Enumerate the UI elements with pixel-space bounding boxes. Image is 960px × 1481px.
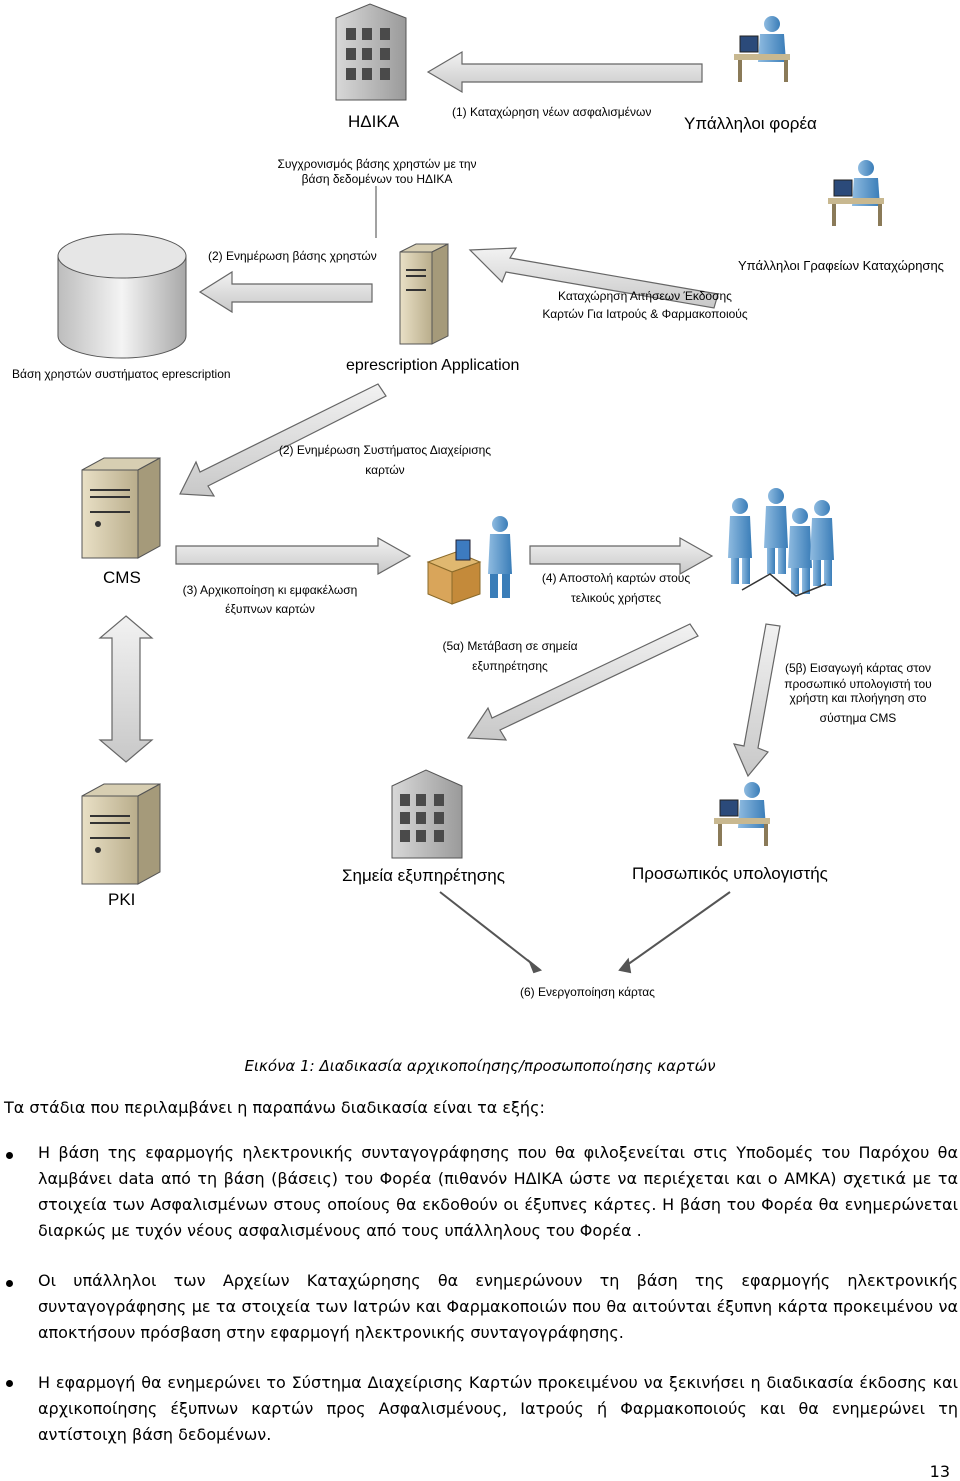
- hdika-building-icon: [335, 3, 407, 101]
- service-label-1: (5α) Μετάβαση σε σημεία: [442, 639, 578, 653]
- staff-workstation-icon: [734, 16, 790, 82]
- node-registry-staff: Υπάλληλοι Γραφείων Καταχώρησης: [738, 258, 944, 273]
- activation-label: (6) Ενεργοποίηση κάρτας: [520, 985, 655, 999]
- node-cms: CMS: [103, 568, 141, 587]
- insert-label-3: χρήστη και πλοήγηση στο: [789, 691, 927, 705]
- app-server-icon: [399, 243, 449, 345]
- end-users-icon: [728, 488, 834, 597]
- arrow-init-cards: [175, 536, 412, 576]
- insert-label-4: σύστημα CMS: [819, 711, 897, 725]
- send-label-1: (4) Αποστολή καρτών στους: [541, 571, 691, 585]
- registry-label-2: Καρτών Για Ιατρούς & Φαρμακοποιούς: [542, 307, 748, 321]
- cms-update-label-1: (2) Ενημέρωση Συστήματος Διαχείρισης: [278, 443, 492, 457]
- bullet-dot: [6, 1152, 13, 1159]
- service-points-building-icon: [391, 769, 463, 859]
- intro-text: Τα στάδια που περιλαμβάνει η παραπάνω δι…: [4, 1098, 545, 1117]
- page-number: 13: [929, 1462, 950, 1481]
- send-label-2: τελικούς χρήστες: [570, 591, 662, 605]
- arrow-insert-card: [732, 623, 781, 778]
- registry-staff-workstation-icon: [828, 160, 884, 226]
- bullet-item-3: Η εφαρμογή θα ενημερώνει το Σύστημα Διαχ…: [38, 1373, 958, 1444]
- cms-update-label-2: καρτών: [365, 463, 405, 477]
- insert-label-2: προσωπικό υπολογιστή του: [784, 677, 932, 691]
- diagram-canvas: [57, 3, 884, 974]
- user-database-icon: [57, 233, 187, 359]
- init-label-1: (3) Αρχικοποίηση κι εμφακέλωση: [182, 583, 358, 597]
- sync-label-1: Συγχρονισμός βάσης χρηστών με την: [277, 157, 477, 171]
- arrow-registry: [468, 247, 719, 309]
- arrow-send-cards: [529, 536, 714, 576]
- bullet-item-1: Η βάση της εφαρμογής ηλεκτρονικής συνταγ…: [38, 1143, 958, 1240]
- insert-label-1: (5β) Εισαγωγή κάρτας στον: [784, 661, 931, 675]
- node-insurer-staff: Υπάλληλοι φορέα: [684, 114, 817, 133]
- init-label-2: έξυπνων καρτών: [225, 602, 315, 616]
- edge-label-1: (1) Καταχώρηση νέων ασφαλισμένων: [452, 105, 652, 119]
- node-personal-pc: Προσωπικός υπολογιστής: [632, 864, 828, 883]
- activation-lines: [439, 891, 731, 974]
- registry-label-1: Καταχώρηση Αιτήσεων Έκδοσης: [558, 289, 732, 303]
- node-service-points: Σημεία εξυπηρέτησης: [342, 866, 505, 885]
- card-packaging-icon: [426, 516, 512, 605]
- node-app: eprescription Application: [346, 357, 520, 374]
- pki-server-icon: [81, 783, 161, 885]
- arrow-update-cms: [179, 383, 387, 497]
- bullet-item-2: Οι υπάλληλοι των Αρχείων Καταχώρησης θα …: [38, 1271, 958, 1342]
- service-label-2: εξυπηρέτησης: [472, 659, 548, 673]
- arrow-cms-pki: [98, 615, 154, 763]
- bullet-dot: [6, 1380, 13, 1387]
- bullet-dot: [6, 1280, 13, 1287]
- edge-label-2-db: (2) Ενημέρωση βάσης χρηστών: [208, 249, 377, 263]
- arrow-update-db: [198, 270, 373, 314]
- cms-server-icon: [81, 457, 161, 559]
- figure-caption: Εικόνα 1: Διαδικασία αρχικοποίησης/προσω…: [244, 1057, 716, 1075]
- personal-computer-icon: [714, 782, 770, 846]
- node-pki: PKI: [108, 890, 136, 909]
- node-user-db: Βάση χρηστών συστήματος eprescription: [12, 367, 231, 381]
- arrow-go-service: [466, 623, 699, 741]
- node-hdika: ΗΔΙΚΑ: [348, 112, 400, 131]
- sync-label-2: βάση δεδομένων του ΗΔΙΚΑ: [301, 172, 453, 186]
- arrow-new-insured: [426, 50, 703, 94]
